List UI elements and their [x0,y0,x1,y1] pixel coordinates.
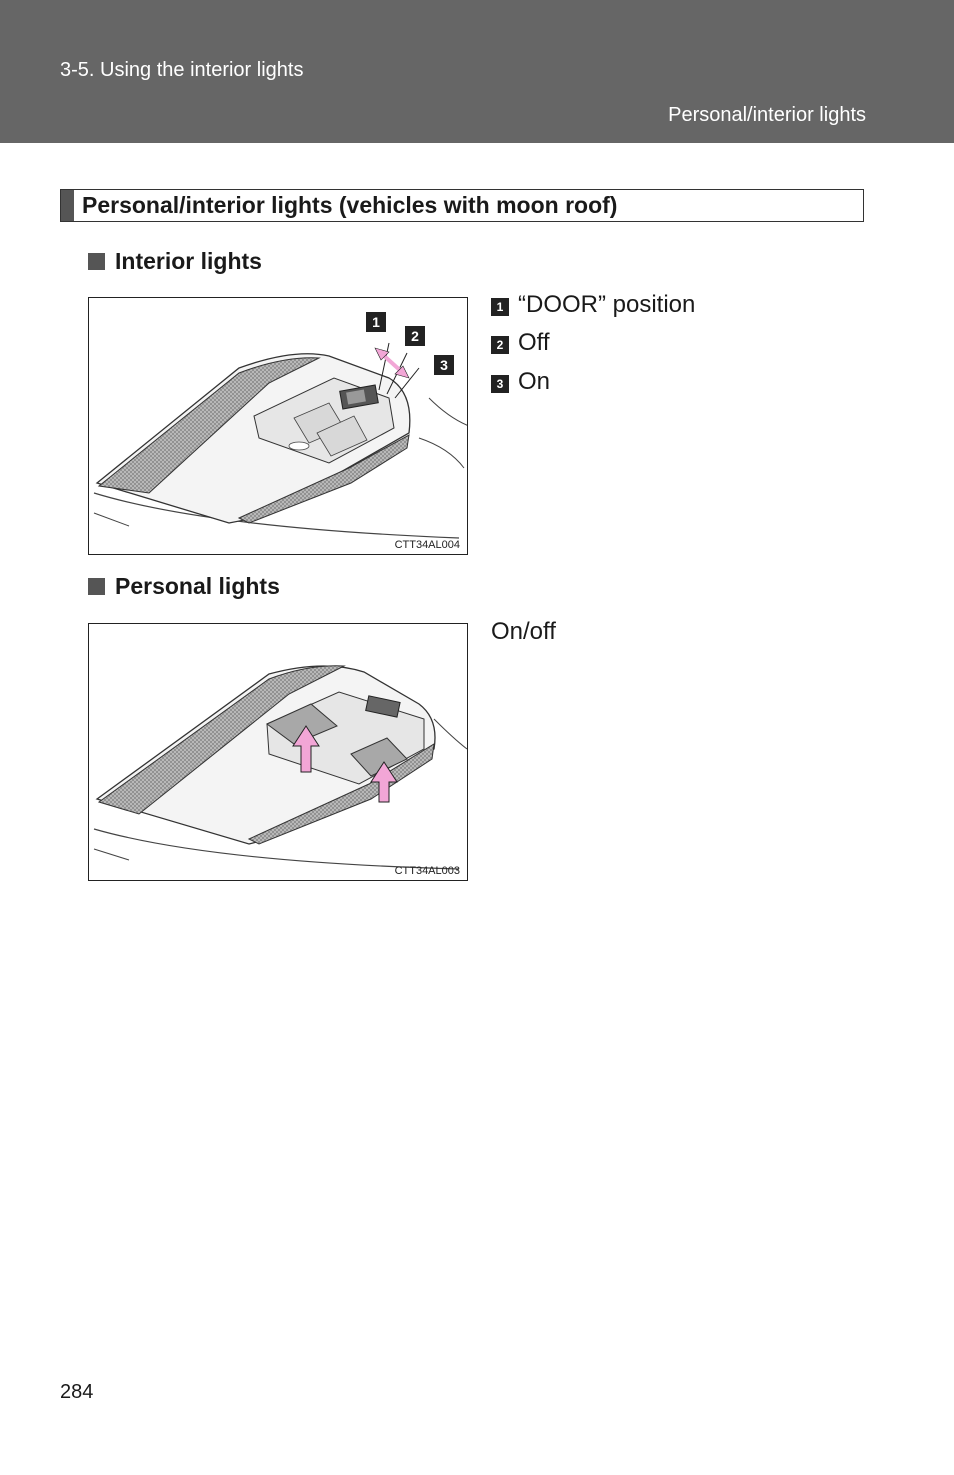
legend-text: On [518,368,551,395]
heading-square-icon [88,253,105,270]
figure-code: CTT34AL003 [394,865,460,877]
section-title: Personal/interior lights (vehicles with … [82,192,618,218]
heading-square-icon [88,578,105,595]
legend-item-off: 2 Off [491,329,550,357]
legend-text: “DOOR” position [518,291,696,318]
legend-item-on: 3 On [491,368,550,396]
page-topic: Personal/interior lights [668,104,866,126]
section-label: 3-5. Using the interior lights [60,59,304,81]
figure-code: CTT34AL004 [394,539,460,551]
callout-3: 3 [434,355,454,375]
personal-lights-heading: Personal lights [88,573,280,600]
personal-lights-illustration [93,665,467,870]
interior-lights-heading: Interior lights [88,248,262,275]
legend-text: Off [518,329,550,356]
on-off-text: On/off [491,618,556,645]
interior-lights-heading-text: Interior lights [115,248,262,274]
page-number: 284 [60,1381,94,1403]
callout-2: 2 [405,326,425,346]
personal-lights-figure: CTT34AL003 [88,623,468,881]
page-header: 3-5. Using the interior lights Personal/… [0,0,954,143]
interior-lights-figure: 1 2 3 CTT34AL004 [88,297,468,555]
callout-1: 1 [366,312,386,332]
overhead-console-illustration [93,342,467,539]
legend-num: 3 [491,375,509,393]
section-title-bar [61,190,74,221]
legend-num: 1 [491,298,509,316]
section-title-box: Personal/interior lights (vehicles with … [60,189,864,222]
legend-num: 2 [491,336,509,354]
legend-item-door: 1 “DOOR” position [491,291,695,319]
personal-lights-heading-text: Personal lights [115,573,280,599]
